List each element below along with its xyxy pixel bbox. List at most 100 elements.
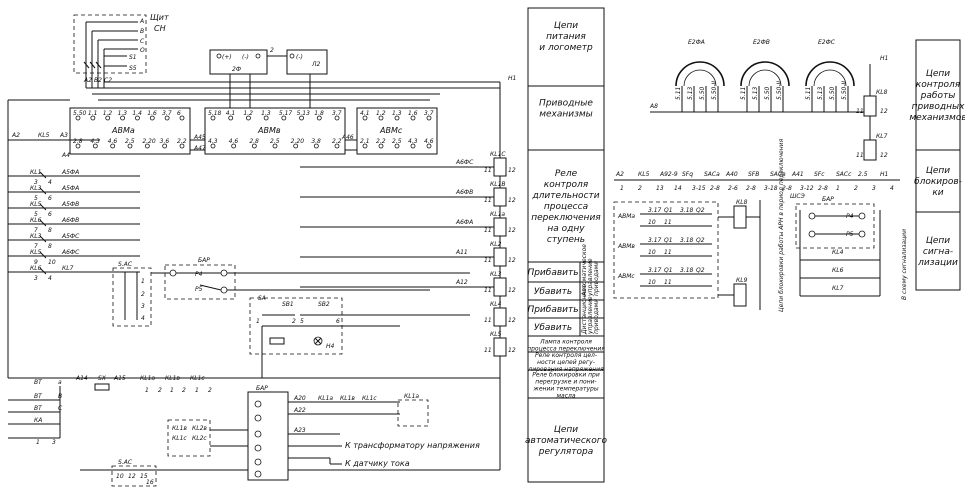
chain-label: SACа (704, 171, 720, 178)
chain-pin: 2 (854, 185, 858, 192)
legend-text: питания (546, 32, 586, 42)
block-contact-label: Q2 (696, 237, 705, 244)
terminal-pin-label: 5.17 (279, 110, 293, 117)
sx-wire-a14: А14 (75, 375, 88, 382)
block-row-label: АВМс (617, 273, 635, 280)
relay-pin-b: 4 (48, 179, 52, 186)
wire-kl5-left: КL5 (38, 132, 50, 139)
block-contact-label: Q2 (696, 267, 705, 274)
relay-wire-label: А6ФС (61, 249, 80, 256)
relay-pin-a: 7 (34, 243, 38, 250)
motor-pin-label: 5.11 (740, 87, 747, 100)
right-coil-label: КL1В (490, 181, 506, 188)
relay-contact (39, 171, 47, 179)
right-coil-pin-11: 11 (484, 347, 492, 354)
terminal-pin (281, 115, 287, 121)
terminal-pin (75, 115, 81, 121)
bt-2: ВТ (34, 393, 43, 400)
terminal-pin (90, 115, 96, 121)
terminal-pin (410, 143, 416, 149)
sx-pin-1: 1 (145, 387, 149, 394)
terminal-pin (263, 115, 269, 121)
box2-minus: (-) (296, 54, 303, 61)
phase-o: О (140, 47, 145, 54)
right-legend-text: сигна- (923, 247, 953, 257)
chain-label: А41 (791, 171, 804, 178)
block-abma-label: АВМа (111, 126, 135, 135)
bar2-block-1: КL1в (172, 425, 187, 432)
legend-text: на одну (547, 224, 585, 234)
bar-relay-2: БАР А20 А22 А23 КL1а КL1в КL1с КL1а КL1в… (167, 385, 480, 481)
terminal-pin (316, 115, 322, 121)
right-coil-pin-11: 11 (484, 287, 492, 294)
block-contact-label: 3.18 (680, 237, 694, 244)
panel-subtitle: СН (154, 24, 166, 33)
legend-text: Цепи (554, 425, 578, 435)
terminal-pin-label: 2.5 (125, 138, 135, 145)
bar2-title: БАР (256, 385, 268, 392)
motor-pin-label: 5.50-II (776, 81, 783, 100)
terminal-pin-label: 3.7 (332, 110, 342, 117)
terminal-pin-label: 5.50 (73, 110, 87, 117)
right-coil-pin-11: 11 (484, 197, 492, 204)
right-coil-wire: А11 (455, 249, 468, 256)
right-coil-pin-12: 12 (508, 227, 516, 234)
chain-label: SFс (814, 171, 825, 178)
legend-text: ступень (547, 235, 585, 245)
chain-pin: 2-8 (782, 185, 792, 192)
right-coil-pin-12: 12 (508, 197, 516, 204)
block-contact-label: 11 (664, 279, 672, 286)
legend-text: процесса переключения (527, 346, 605, 353)
terminal-pin (362, 115, 368, 121)
relay-pin-a: 7 (34, 227, 38, 234)
sac-pin-2: 2 (141, 291, 145, 298)
relay-pin-b: 8 (48, 227, 52, 234)
terminal-pin-label: 2.8 (73, 138, 83, 145)
ka-label: КА (34, 417, 42, 424)
sx-pin-5: 1 (195, 387, 199, 394)
terminal-pin (272, 143, 278, 149)
bar2-block-2: КL1с (172, 435, 187, 442)
legend-text: Убавить (534, 287, 572, 297)
chain-label: SFВ (748, 171, 759, 178)
relay-contact (39, 235, 47, 243)
terminal-pin-label: 4.3 (408, 138, 418, 145)
chain-label: А40 (725, 171, 738, 178)
block-contact-label: Q1 (664, 207, 673, 214)
motor-label: Е2ФВ (753, 39, 770, 46)
terminal-pin-label: 3.8 (311, 138, 321, 145)
terminal-pin-label: 4.1 (360, 110, 370, 117)
legend-side-text: Дистанционное (581, 284, 588, 335)
bottom-left-inputs: ВТ ВТ ВТ КА а В С 1 3 SХ А14 А15 КL1а КL… (8, 375, 500, 446)
legend-text: регулятора (538, 447, 593, 457)
right-coil (493, 277, 507, 297)
terminal-pin-label: 4.3 (208, 138, 218, 145)
legend-text: автоматического (525, 436, 607, 446)
legend-side-text: управление (587, 296, 594, 335)
block-contact-label: 11 (664, 249, 672, 256)
terminal-pin (394, 143, 400, 149)
right-coil-label: КL3 (490, 271, 502, 278)
terminal-pin-label: 1.3 (392, 110, 402, 117)
relay-pin-a: 5 (34, 211, 38, 218)
bar2-block-3: КL2в (192, 425, 207, 432)
terminal-pin-label: 2.20 (291, 138, 305, 145)
legend-text: переключения (531, 213, 601, 223)
box1-2f: 2Ф (232, 66, 241, 73)
chain-pin: 1 (836, 185, 840, 192)
motor-label: Е2ФА (688, 39, 705, 46)
block-contact-label: 3.17 (648, 237, 662, 244)
terminal-pin (334, 115, 340, 121)
bar1-p4: Р4 (195, 271, 203, 278)
terminal-pin (105, 115, 111, 121)
legend-text: Реле контроля цел- (535, 352, 597, 359)
terminal-pin (210, 143, 216, 149)
motor-pin-label: 5.13 (752, 86, 759, 100)
relay-pin-b: 6 (48, 195, 52, 202)
